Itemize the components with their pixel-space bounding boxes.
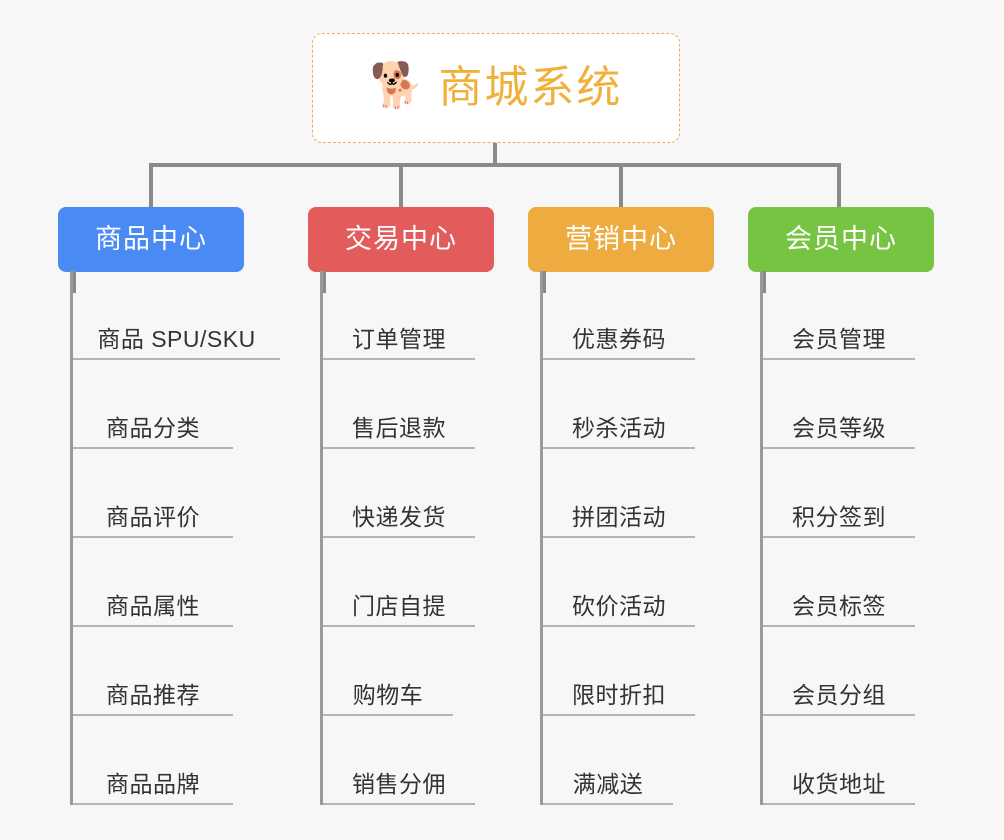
leaf-spine-members [760, 271, 763, 805]
category-stem-connector-2 [322, 271, 326, 293]
category-box-products[interactable]: 商品中心 [58, 207, 244, 272]
leaf-label: 销售分佣 [352, 771, 446, 798]
leaf-label: 会员分组 [792, 682, 886, 709]
leaf-label: 满减送 [572, 771, 644, 798]
leaf-item[interactable]: 会员标签 [763, 538, 915, 627]
drop-connector-2 [399, 163, 403, 209]
leaf-item[interactable]: 商品品牌 [73, 716, 233, 805]
drop-connector-4 [837, 163, 841, 209]
leaf-label: 限时折扣 [572, 682, 666, 709]
leaf-item[interactable]: 快递发货 [323, 449, 475, 538]
leaf-item[interactable]: 会员管理 [763, 271, 915, 360]
leaf-item[interactable]: 商品属性 [73, 538, 233, 627]
leaf-item[interactable]: 砍价活动 [543, 538, 695, 627]
leaf-spine-transactions [320, 271, 323, 805]
leaf-label: 会员等级 [792, 415, 886, 442]
leaf-item[interactable]: 秒杀活动 [543, 360, 695, 449]
drop-connector-3 [619, 163, 623, 209]
category-label-marketing: 营销中心 [565, 224, 677, 254]
leaf-item[interactable]: 销售分佣 [323, 716, 475, 805]
leaf-spine-products [70, 271, 73, 805]
shiba-dog-icon: 🐕 [369, 61, 425, 110]
leaf-label: 购物车 [352, 682, 424, 709]
leaf-item[interactable]: 商品分类 [73, 360, 233, 449]
root-node[interactable]: 🐕 商城系统 [312, 33, 680, 143]
category-stem-connector-4 [762, 271, 766, 293]
category-stem-connector-3 [542, 271, 546, 293]
leaf-label: 商品 SPU/SKU [97, 326, 256, 353]
leaf-label: 积分签到 [792, 504, 886, 531]
leaf-item[interactable]: 门店自提 [323, 538, 475, 627]
leaf-item[interactable]: 优惠券码 [543, 271, 695, 360]
leaf-label: 砍价活动 [572, 593, 666, 620]
leaf-label: 快递发货 [352, 504, 446, 531]
category-label-transactions: 交易中心 [345, 224, 457, 254]
leaf-label: 优惠券码 [572, 326, 666, 353]
leaf-item[interactable]: 商品评价 [73, 449, 233, 538]
category-box-marketing[interactable]: 营销中心 [528, 207, 714, 272]
category-label-members: 会员中心 [785, 224, 897, 254]
leaf-item[interactable]: 商品 SPU/SKU [73, 271, 280, 360]
leaf-item[interactable]: 积分签到 [763, 449, 915, 538]
leaf-item[interactable]: 收货地址 [763, 716, 915, 805]
leaf-item[interactable]: 限时折扣 [543, 627, 695, 716]
leaf-item[interactable]: 售后退款 [323, 360, 475, 449]
leaf-label: 商品推荐 [106, 682, 200, 709]
root-stem-connector [493, 143, 497, 165]
leaf-label: 会员标签 [792, 593, 886, 620]
leaf-spine-marketing [540, 271, 543, 805]
leaf-label: 商品属性 [106, 593, 200, 620]
leaf-label: 售后退款 [352, 415, 446, 442]
leaf-label: 拼团活动 [572, 504, 666, 531]
leaf-item[interactable]: 购物车 [323, 627, 453, 716]
leaf-label: 商品品牌 [106, 771, 200, 798]
category-box-transactions[interactable]: 交易中心 [308, 207, 494, 272]
root-title: 商城系统 [438, 63, 623, 112]
leaf-item[interactable]: 拼团活动 [543, 449, 695, 538]
leaf-item[interactable]: 会员分组 [763, 627, 915, 716]
leaf-item[interactable]: 会员等级 [763, 360, 915, 449]
leaf-label: 商品分类 [106, 415, 200, 442]
leaf-label: 商品评价 [106, 504, 200, 531]
leaf-label: 订单管理 [352, 326, 446, 353]
leaf-label: 门店自提 [352, 593, 446, 620]
leaf-label: 会员管理 [792, 326, 886, 353]
leaf-item[interactable]: 订单管理 [323, 271, 475, 360]
drop-connector-1 [149, 163, 153, 209]
category-box-members[interactable]: 会员中心 [748, 207, 934, 272]
category-label-products: 商品中心 [95, 224, 207, 254]
leaf-label: 秒杀活动 [572, 415, 666, 442]
leaf-label: 收货地址 [792, 771, 886, 798]
leaf-item[interactable]: 满减送 [543, 716, 673, 805]
horizontal-bus-connector [150, 163, 840, 167]
leaf-item[interactable]: 商品推荐 [73, 627, 233, 716]
category-stem-connector-1 [72, 271, 76, 293]
